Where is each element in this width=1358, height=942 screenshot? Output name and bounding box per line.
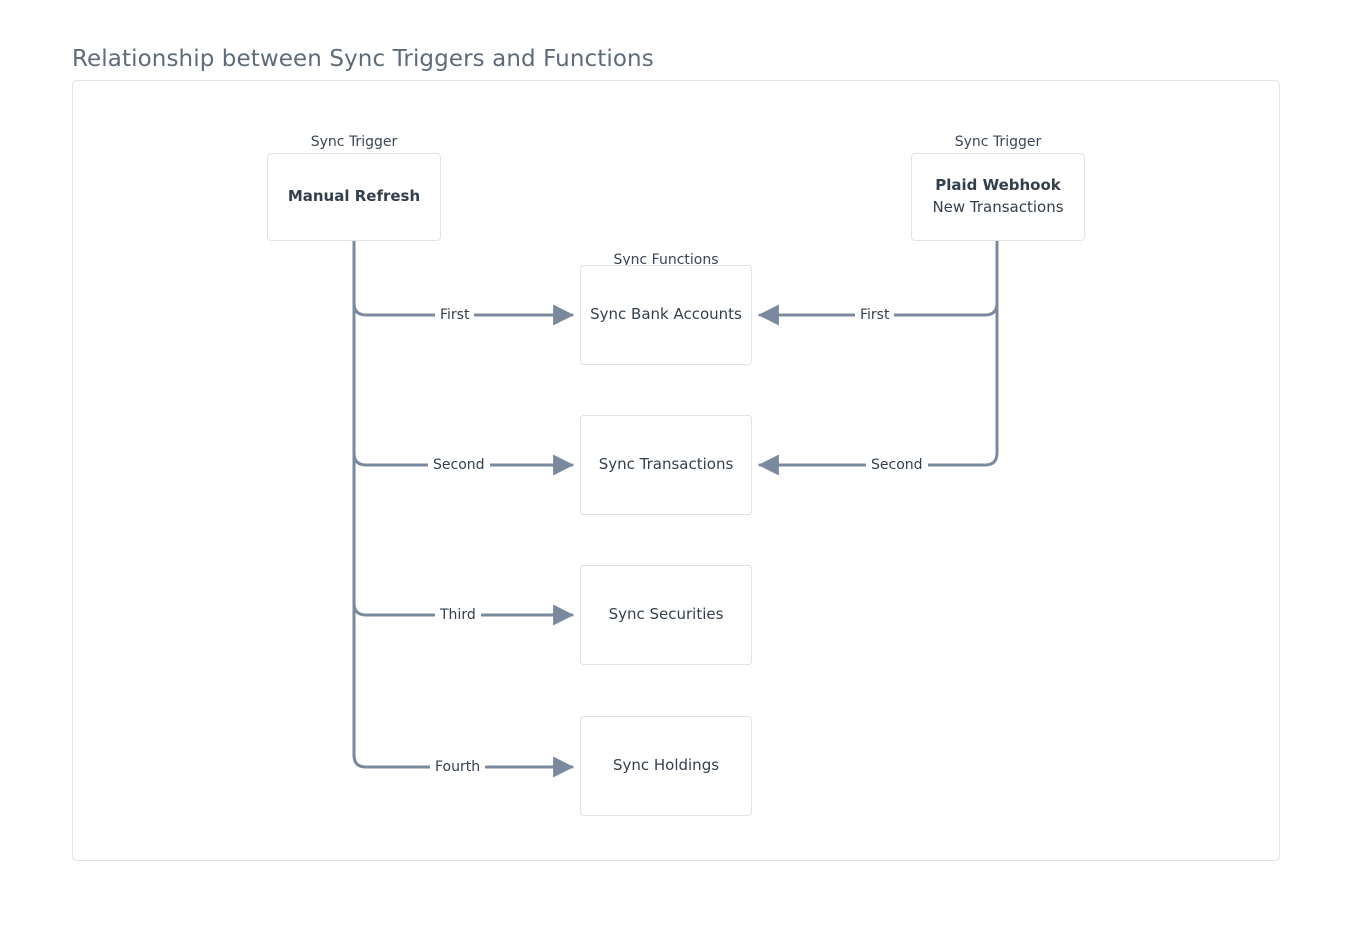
edge-label-manual-third: Third <box>435 607 481 623</box>
edge-label-manual-fourth: Fourth <box>430 759 486 775</box>
caption-sync-trigger-right: Sync Trigger <box>954 134 1042 150</box>
node-sync-transactions-label: Sync Transactions <box>598 455 734 474</box>
caption-sync-trigger-left: Sync Trigger <box>310 134 398 150</box>
node-sync-securities[interactable]: Sync Securities <box>580 565 752 665</box>
edge-label-manual-second: Second <box>428 457 490 473</box>
node-sync-holdings[interactable]: Sync Holdings <box>580 716 752 816</box>
node-manual-refresh[interactable]: Manual Refresh <box>267 153 441 241</box>
node-sync-bank-accounts-label: Sync Bank Accounts <box>590 305 742 324</box>
node-plaid-webhook-subtitle: New Transactions <box>932 198 1064 216</box>
node-plaid-webhook-title: Plaid Webhook <box>935 176 1061 195</box>
node-sync-holdings-label: Sync Holdings <box>612 756 720 775</box>
node-sync-bank-accounts[interactable]: Sync Bank Accounts <box>580 265 752 365</box>
node-manual-refresh-title: Manual Refresh <box>287 187 421 206</box>
edge-label-manual-first: First <box>435 307 475 323</box>
edge-label-plaid-second: Second <box>866 457 928 473</box>
caption-sync-functions: Sync Functions <box>613 252 719 268</box>
page-title: Relationship between Sync Triggers and F… <box>72 46 654 72</box>
edge-label-plaid-first: First <box>855 307 895 323</box>
node-plaid-webhook[interactable]: Plaid Webhook New Transactions <box>911 153 1085 241</box>
node-sync-transactions[interactable]: Sync Transactions <box>580 415 752 515</box>
node-sync-securities-label: Sync Securities <box>608 605 724 624</box>
